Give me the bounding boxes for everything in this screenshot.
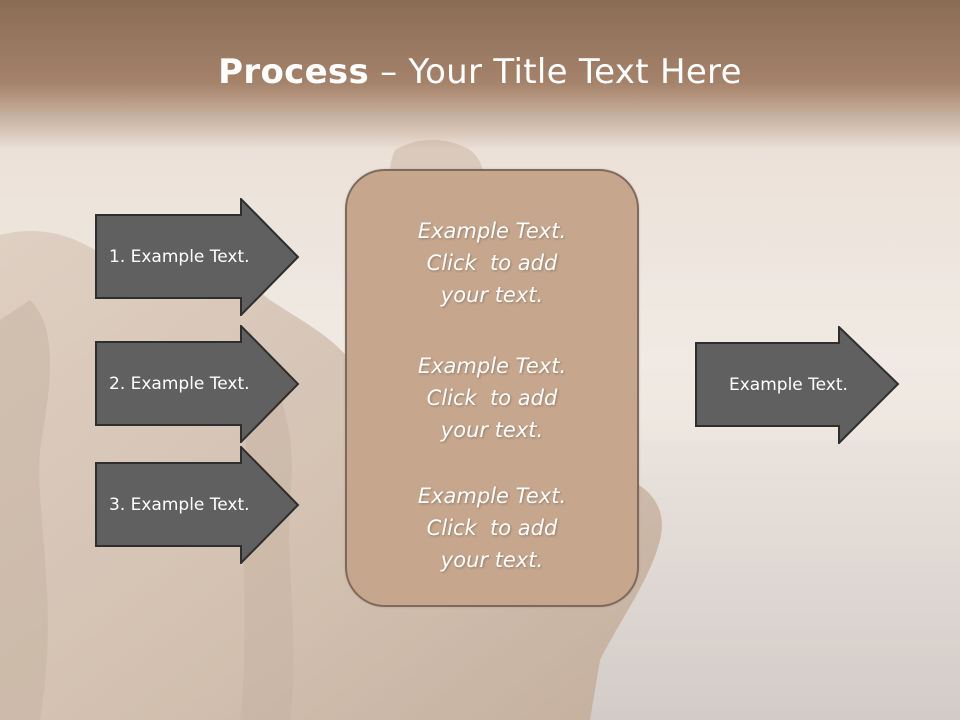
title-bold: Process <box>218 52 370 92</box>
title-rest: – Your Title Text Here <box>369 52 742 92</box>
title-bar <box>0 0 960 150</box>
center-paragraph-3: Example Text. Click to add your text. <box>417 484 567 572</box>
center-paragraph-2: Example Text. Click to add your text. <box>417 354 567 442</box>
output-arrow-label: Example Text. <box>729 375 848 395</box>
step-arrow-2[interactable]: 2. Example Text. <box>95 325 300 443</box>
output-arrow[interactable]: Example Text. <box>695 326 900 444</box>
step-arrow-3[interactable]: 3. Example Text. <box>95 446 300 564</box>
center-text-box[interactable]: Example Text. Click to add your text. Ex… <box>345 169 639 607</box>
arrow-shape-icon <box>95 325 300 443</box>
arrow-shape-icon <box>95 446 300 564</box>
arrow-shape-icon <box>695 326 900 444</box>
arrow-shape-icon <box>95 198 300 316</box>
slide-title[interactable]: Process – Your Title Text Here <box>0 52 960 92</box>
step-arrow-label: 2. Example Text. <box>109 374 250 394</box>
step-arrow-label: 3. Example Text. <box>109 495 250 515</box>
step-arrow-label: 1. Example Text. <box>109 247 250 267</box>
center-paragraph-1: Example Text. Click to add your text. <box>417 219 567 307</box>
step-arrow-1[interactable]: 1. Example Text. <box>95 198 300 316</box>
